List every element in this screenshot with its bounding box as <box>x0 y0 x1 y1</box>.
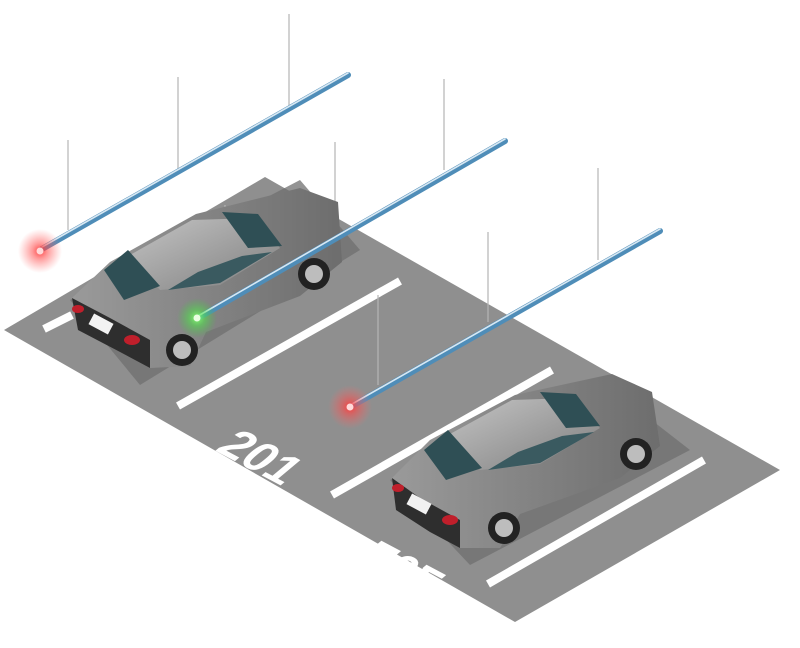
car-200-rear-panel <box>72 298 150 368</box>
car-200-windshield <box>104 250 160 300</box>
car-200-hub-front <box>305 265 323 283</box>
rail-202 <box>349 228 663 409</box>
car-202-hub-rear <box>495 519 513 537</box>
indicator-light-200 <box>18 229 62 273</box>
red-light-icon <box>346 403 354 411</box>
car-202-plate <box>406 493 432 515</box>
indicator-light-201 <box>177 298 217 338</box>
car-202-windshield <box>424 430 482 480</box>
car-200-hub-rear <box>173 341 191 359</box>
red-light-icon <box>36 247 44 255</box>
car-202-taillight-left <box>392 484 404 492</box>
car-202 <box>392 374 660 548</box>
car-202-hub-front <box>627 445 645 463</box>
indicator-light-202 <box>328 385 372 429</box>
car-200-side-windows <box>168 252 272 290</box>
car-202-taillight-right <box>442 515 458 525</box>
rail-201 <box>195 138 508 321</box>
car-200-plate <box>88 313 114 335</box>
green-light-icon <box>193 314 201 322</box>
car-200 <box>72 188 342 368</box>
rail-200 <box>39 72 351 252</box>
car-200-taillight-left <box>72 305 84 313</box>
car-200-rear-window <box>222 212 282 248</box>
sensor-rails <box>39 72 663 409</box>
car-202-rear-window <box>540 392 600 428</box>
lane-stripes <box>42 277 706 588</box>
hanger-wires <box>67 14 599 385</box>
car-202-side-windows <box>488 432 594 470</box>
car-200-taillight-right <box>124 335 140 345</box>
